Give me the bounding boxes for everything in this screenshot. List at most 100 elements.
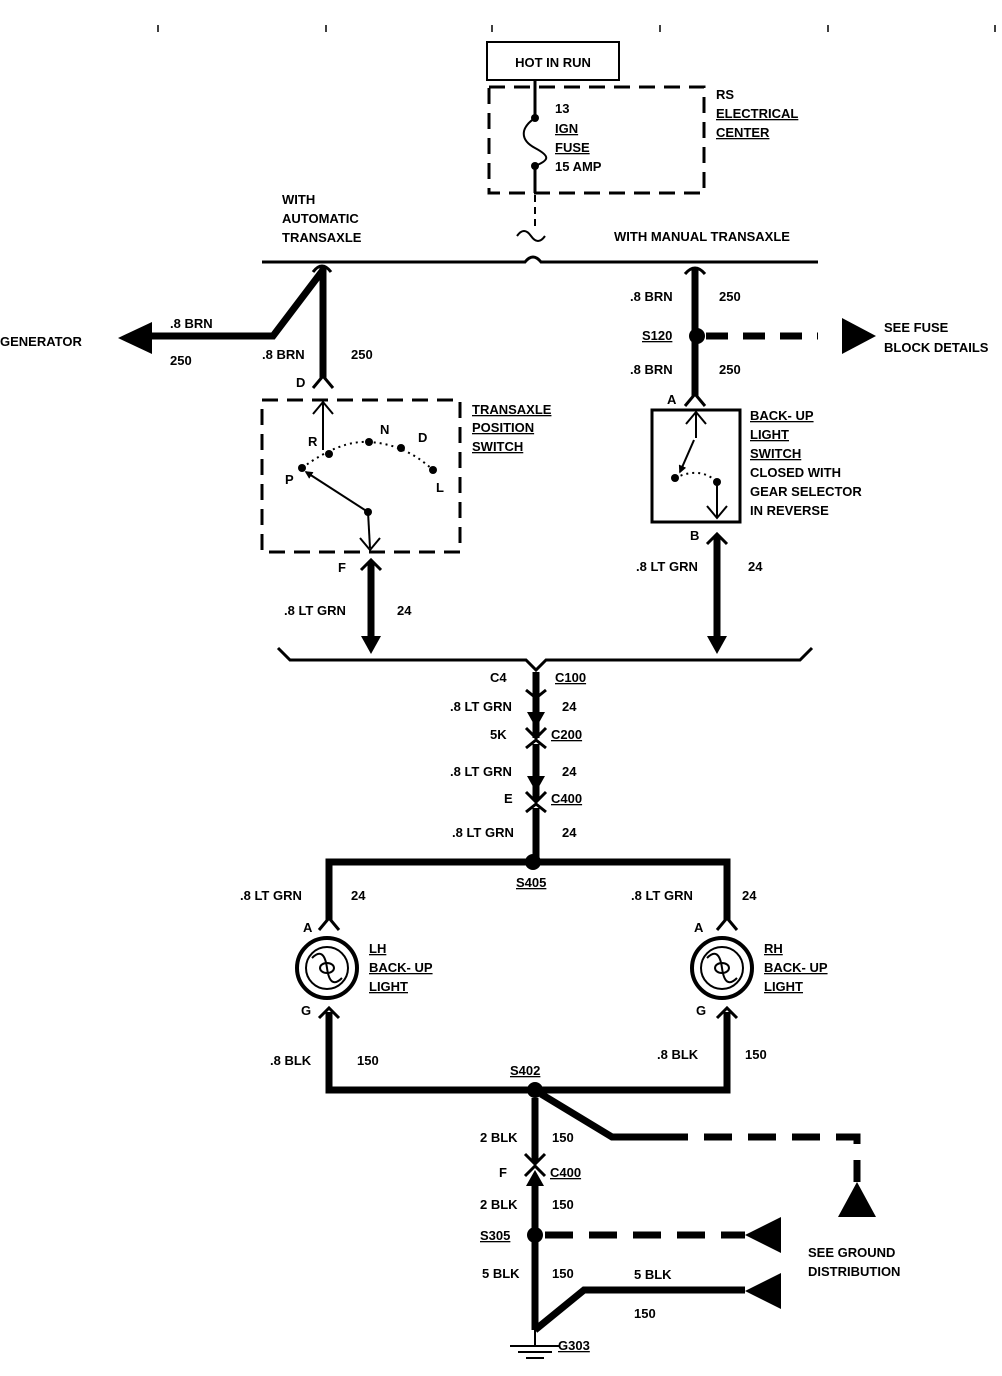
ground-ref-2: DISTRIBUTION bbox=[808, 1264, 900, 1279]
manual-wire-mid: .8 BRN bbox=[630, 362, 673, 377]
fuse-word: FUSE bbox=[555, 140, 590, 155]
generator-wire: .8 BRN bbox=[170, 316, 213, 331]
rh-pin-g: G bbox=[696, 1003, 706, 1018]
manual-pin-in: A bbox=[667, 392, 677, 407]
auto-output-arrow-icon bbox=[361, 636, 381, 654]
generator-arrow-icon bbox=[118, 322, 152, 354]
fuse-ref-2: BLOCK DETAILS bbox=[884, 340, 989, 355]
ground-wire-1: 2 BLK bbox=[480, 1130, 518, 1145]
s305-splice-dot bbox=[527, 1227, 543, 1243]
electrical-center-box: 13 IGN FUSE 15 AMP RS ELECTRICAL CENTER bbox=[487, 80, 798, 195]
bls-label-4: CLOSED WITH bbox=[750, 465, 841, 480]
ground-c400-pin: F bbox=[499, 1165, 507, 1180]
position-d: D bbox=[418, 430, 427, 445]
s305-label: S305 bbox=[480, 1228, 510, 1243]
fuse-type: IGN bbox=[555, 121, 578, 136]
trunk-wire-2: .8 LT GRN bbox=[450, 764, 512, 779]
generator-circuit: 250 bbox=[170, 353, 192, 368]
bls-label-6: IN REVERSE bbox=[750, 503, 829, 518]
manual-output-wire bbox=[705, 531, 729, 640]
trunk-wire-1: .8 LT GRN bbox=[450, 699, 512, 714]
lh-label-1: LH bbox=[369, 941, 386, 956]
hot-in-run-label: HOT IN RUN bbox=[515, 55, 591, 70]
center-line-3: CENTER bbox=[716, 125, 770, 140]
position-l: L bbox=[436, 480, 444, 495]
lh-wire-out: .8 BLK bbox=[270, 1053, 312, 1068]
s405-label: S405 bbox=[516, 875, 546, 890]
manual-circuit-mid: 250 bbox=[719, 362, 741, 377]
rh-label-3: LIGHT bbox=[764, 979, 803, 994]
ground-wire-2: 2 BLK bbox=[480, 1197, 518, 1212]
fuse-block-arrow-icon bbox=[842, 318, 876, 354]
manual-pin-out: B bbox=[690, 528, 699, 543]
top-bus bbox=[262, 255, 818, 264]
lh-circuit-in: 24 bbox=[351, 888, 366, 903]
rh-label-1: RH bbox=[764, 941, 783, 956]
center-line-2: ELECTRICAL bbox=[716, 106, 798, 121]
manual-circuit-top: 250 bbox=[719, 289, 741, 304]
fuse-ref-1: SEE FUSE bbox=[884, 320, 949, 335]
s402-splice-dot bbox=[527, 1082, 543, 1098]
rh-circuit-out: 150 bbox=[745, 1047, 767, 1062]
ground-circuit-2: 150 bbox=[552, 1197, 574, 1212]
trunk-wire-3: .8 LT GRN bbox=[452, 825, 514, 840]
fuse-rating: 15 AMP bbox=[555, 159, 602, 174]
tps-label-1: TRANSAXLE bbox=[472, 402, 552, 417]
lh-label-2: BACK- UP bbox=[369, 960, 433, 975]
c200-pin: 5K bbox=[490, 727, 507, 742]
c400-pin: E bbox=[504, 791, 513, 806]
manual-branch-wires bbox=[683, 266, 818, 407]
rh-label-2: BACK- UP bbox=[764, 960, 828, 975]
combine-bus bbox=[276, 646, 814, 673]
ground-up-arrow-icon bbox=[838, 1182, 876, 1217]
backup-light-switch bbox=[650, 408, 742, 524]
c100-label: C100 bbox=[555, 670, 586, 685]
tps-label-2: POSITION bbox=[472, 420, 534, 435]
ground-up-arrow-small-icon bbox=[526, 1170, 544, 1186]
trunk-wires bbox=[524, 672, 548, 862]
trunk-circuit-2: 24 bbox=[562, 764, 577, 779]
lh-circuit-out: 150 bbox=[357, 1053, 379, 1068]
bls-label-3: SWITCH bbox=[750, 446, 801, 461]
lh-pin-a: A bbox=[303, 920, 313, 935]
s405-splice-dot bbox=[525, 854, 541, 870]
lh-label-3: LIGHT bbox=[369, 979, 408, 994]
ground-ref-1: SEE GROUND bbox=[808, 1245, 895, 1260]
auto-wire: .8 BRN bbox=[262, 347, 305, 362]
center-line-1: RS bbox=[716, 87, 734, 102]
bls-label-2: LIGHT bbox=[750, 427, 789, 442]
transaxle-position-switch: R N D P L bbox=[260, 398, 462, 554]
power-link bbox=[516, 195, 546, 242]
rh-wire-out: .8 BLK bbox=[657, 1047, 699, 1062]
s402-label: S402 bbox=[510, 1063, 540, 1078]
rh-wire-in: .8 LT GRN bbox=[631, 888, 693, 903]
trunk-arrow-1-icon bbox=[527, 712, 545, 728]
auto-label-3: TRANSAXLE bbox=[282, 230, 362, 245]
fuse-number: 13 bbox=[555, 101, 569, 116]
position-n: N bbox=[380, 422, 389, 437]
manual-wire-top: .8 BRN bbox=[630, 289, 673, 304]
manual-out-wire: .8 LT GRN bbox=[636, 559, 698, 574]
trunk-circuit-1: 24 bbox=[562, 699, 577, 714]
ground-ref-arrow-1-icon bbox=[745, 1217, 781, 1253]
side-circuit: 150 bbox=[634, 1306, 656, 1321]
position-r: R bbox=[308, 434, 318, 449]
position-p: P bbox=[285, 472, 294, 487]
generator-label: GENERATOR bbox=[0, 334, 82, 349]
rh-circuit-in: 24 bbox=[742, 888, 757, 903]
ground-wire-3: 5 BLK bbox=[482, 1266, 520, 1281]
bls-label-1: BACK- UP bbox=[750, 408, 814, 423]
bls-label-5: GEAR SELECTOR bbox=[750, 484, 862, 499]
s120-label: S120 bbox=[642, 328, 672, 343]
auto-out-circuit: 24 bbox=[397, 603, 412, 618]
auto-circuit: 250 bbox=[351, 347, 373, 362]
ground-ref-arrow-2-icon bbox=[745, 1273, 781, 1309]
ground-wires bbox=[523, 1091, 861, 1333]
trunk-circuit-3: 24 bbox=[562, 825, 577, 840]
manual-out-circuit: 24 bbox=[748, 559, 763, 574]
auto-branch-wires bbox=[150, 264, 335, 389]
c100-pin: C4 bbox=[490, 670, 507, 685]
auto-pin-in: D bbox=[296, 375, 305, 390]
lh-wire-in: .8 LT GRN bbox=[240, 888, 302, 903]
